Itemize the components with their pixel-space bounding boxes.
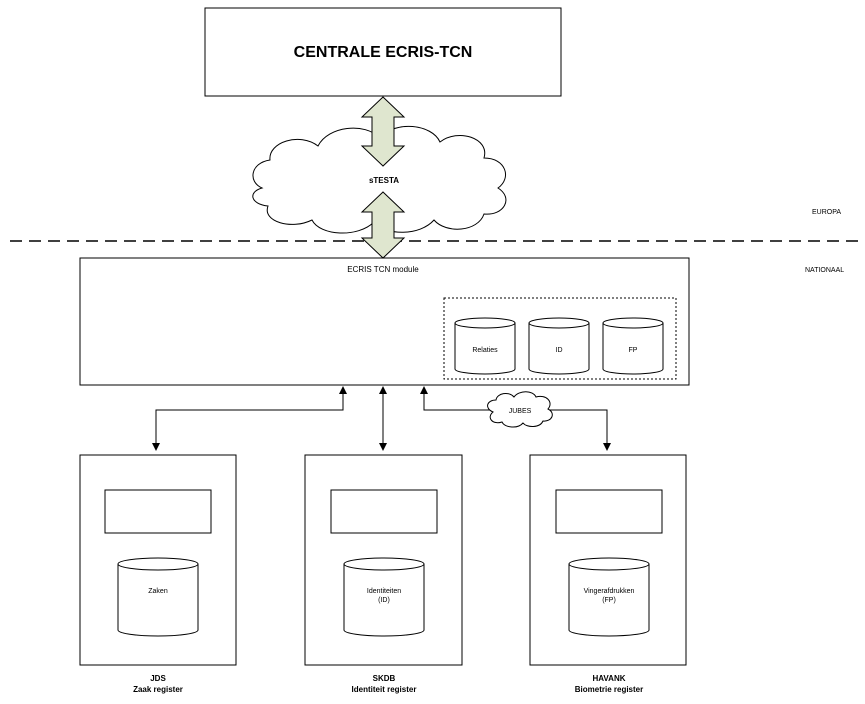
register-subtitle: Biometrie register bbox=[575, 685, 643, 694]
register-db-sublabel: (FP) bbox=[602, 597, 616, 604]
store-label: Relaties bbox=[472, 347, 498, 354]
register-name: SKDB bbox=[373, 674, 396, 683]
register-jds: Zaken bbox=[79, 454, 237, 666]
central-title: CENTRALE ECRIS-TCN bbox=[294, 44, 473, 61]
register-db-label: Zaken bbox=[148, 588, 168, 595]
stesta-cloud bbox=[252, 125, 507, 234]
register-application bbox=[330, 489, 438, 534]
register-application bbox=[555, 489, 663, 534]
store-relaties: Relaties bbox=[454, 317, 516, 375]
register-name: HAVANK bbox=[592, 674, 625, 683]
register-havank: Vingerafdrukken (FP) bbox=[529, 454, 687, 666]
stesta-label: sTESTA bbox=[369, 176, 399, 185]
register-name: JDS bbox=[150, 674, 166, 683]
double-arrow-central-stesta bbox=[360, 96, 406, 167]
zone-label-europa: EUROPA bbox=[812, 209, 841, 216]
store-label: FP bbox=[629, 347, 638, 354]
central-box bbox=[204, 7, 562, 97]
register-subtitle: Zaak register bbox=[133, 685, 183, 694]
store-group bbox=[443, 297, 677, 380]
module-title: ECRIS TCN module bbox=[347, 265, 419, 274]
register-skdb: Identiteiten (ID) bbox=[304, 454, 463, 666]
store-label: ID bbox=[556, 347, 563, 354]
ecris-tcn-module bbox=[79, 257, 690, 386]
store-fp: FP bbox=[602, 317, 664, 375]
jubes-cloud bbox=[487, 391, 553, 428]
zone-label-nationaal: NATIONAAL bbox=[805, 267, 844, 274]
jubes-label: JUBES bbox=[509, 408, 532, 415]
connector-jds bbox=[152, 386, 347, 451]
double-arrow-stesta-module bbox=[360, 191, 406, 259]
register-subtitle: Identiteit register bbox=[352, 685, 417, 694]
register-application bbox=[104, 489, 212, 534]
register-db-label: Vingerafdrukken bbox=[584, 588, 635, 595]
store-id: ID bbox=[528, 317, 590, 375]
register-db-label: Identiteiten bbox=[367, 588, 401, 595]
register-db-sublabel: (ID) bbox=[378, 597, 390, 604]
